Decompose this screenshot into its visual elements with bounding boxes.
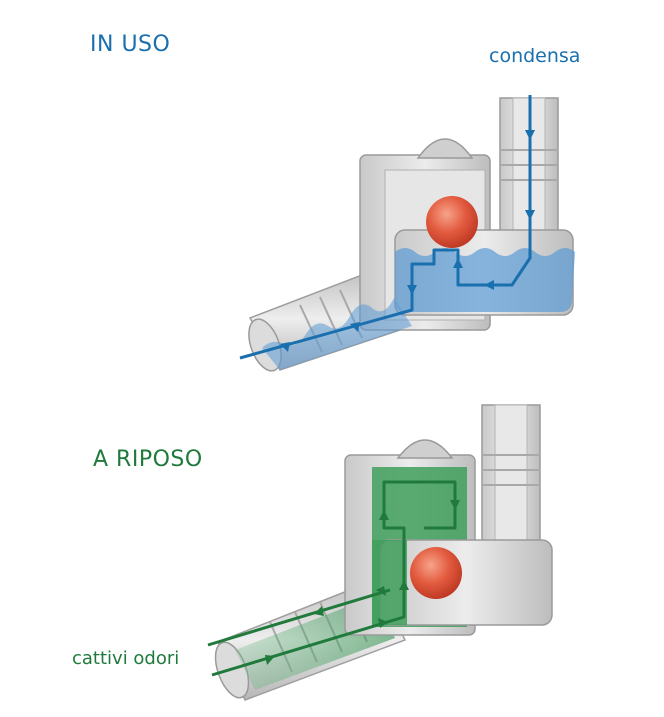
panel-title-in-use: IN USO xyxy=(90,32,171,57)
float-ball-in-use xyxy=(426,196,478,248)
flow-path-odours xyxy=(211,480,457,677)
flow-label-odours: cattivi odori xyxy=(72,648,180,669)
flow-arrows-at-rest xyxy=(265,500,460,665)
siphon-at-rest xyxy=(207,404,553,701)
flow-arrows-in-use xyxy=(280,130,535,352)
float-ball-at-rest xyxy=(410,547,462,599)
panel-title-at-rest: A RIPOSO xyxy=(93,447,203,472)
condensate-water xyxy=(395,248,575,312)
siphon-in-use xyxy=(239,95,575,372)
flow-label-condensa: condensa xyxy=(489,45,581,67)
